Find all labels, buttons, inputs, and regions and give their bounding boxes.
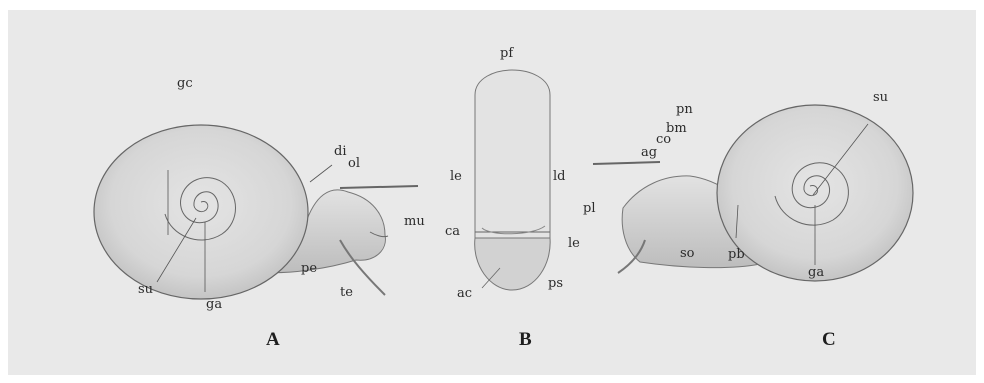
label-b-ps: ps (548, 277, 563, 290)
label-b-ld: ld (553, 170, 565, 183)
label-b-ca: ca (445, 225, 460, 238)
label-c-ag: ag (641, 146, 657, 159)
label-c-pb: pb (728, 248, 745, 261)
snail-b-foot-upper (475, 70, 550, 238)
label-a-mu: mu (404, 215, 425, 228)
label-b-pf: pf (500, 47, 513, 60)
label-a-pe: pe (301, 262, 317, 275)
snail-b-foot-lower (475, 238, 550, 290)
panel-label-b: B (519, 330, 532, 349)
snail-c-drawing (593, 105, 913, 281)
label-a-su: su (138, 283, 153, 296)
label-b-pl: pl (583, 202, 595, 215)
label-a-ga: ga (206, 298, 222, 311)
panel-label-c: C (822, 330, 836, 349)
label-b-le-top: le (450, 170, 462, 183)
label-b-le-bottom: le (568, 237, 580, 250)
label-a-gc: gc (177, 77, 193, 90)
panel-label-a: A (266, 330, 280, 349)
label-c-ga: ga (808, 266, 824, 279)
snail-a-drawing (94, 125, 418, 299)
label-a-di: di (334, 145, 346, 158)
label-c-su: su (873, 91, 888, 104)
snail-b-drawing (475, 70, 550, 290)
snail-a-tentacle-upper (340, 186, 418, 188)
label-a-ol: ol (348, 157, 360, 170)
label-a-te: te (340, 286, 353, 299)
label-c-co: co (656, 133, 671, 146)
label-b-ac: ac (457, 287, 472, 300)
label-c-so: so (680, 247, 695, 260)
snail-c-tentacle-upper (593, 162, 660, 164)
label-c-pn: pn (676, 103, 693, 116)
